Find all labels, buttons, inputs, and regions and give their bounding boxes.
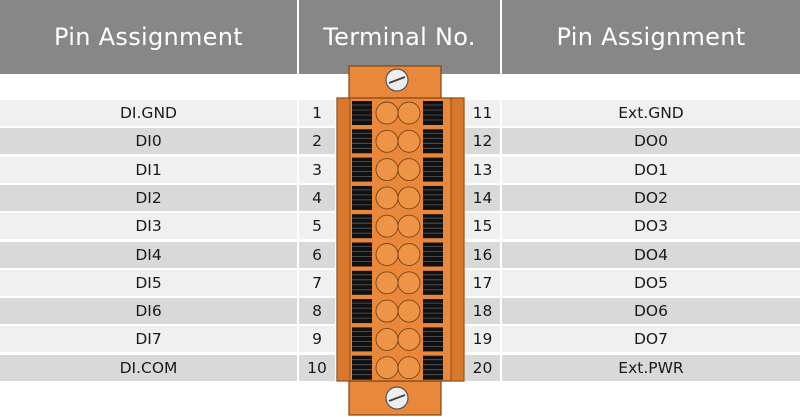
right-pin-name: DO0 [502,128,800,155]
left-terminal-no: 2 [299,128,335,155]
left-terminal-no: 4 [299,184,335,211]
left-pin-name: DI4 [0,241,297,268]
left-pin-name: DI.GND [0,100,297,126]
right-terminal-no: 15 [465,213,500,240]
left-pin-name: DI2 [0,184,297,211]
right-pin-name: DO1 [502,156,800,183]
right-terminal-no: 14 [465,184,500,211]
left-pin-name: DI3 [0,213,297,240]
right-terminal-no: 12 [465,128,500,155]
left-terminal-no: 8 [299,298,335,325]
right-pin-name: DO4 [502,241,800,268]
header-left-pin-assignment: Pin Assignment [0,0,297,74]
right-pin-name: DO5 [502,269,800,296]
left-terminal-no: 10 [299,354,335,381]
bottom-screw-slot [388,394,406,402]
right-pin-name: DO3 [502,213,800,240]
header-right-pin-assignment: Pin Assignment [502,0,800,74]
bottom-screw [385,386,409,410]
left-pin-name: DI.COM [0,354,297,381]
left-terminal-no: 3 [299,156,335,183]
right-pin-name: DO6 [502,298,800,325]
top-screw-slot [388,76,406,84]
left-terminal-no: 6 [299,241,335,268]
connector-bottom-tab [348,380,442,416]
left-terminal-no: 1 [299,100,335,126]
right-terminal-no: 13 [465,156,500,183]
right-terminal-no: 19 [465,326,500,353]
right-pin-name: DO2 [502,184,800,211]
right-terminal-no: 11 [465,100,500,126]
right-terminal-no: 18 [465,298,500,325]
left-pin-name: DI1 [0,156,297,183]
left-terminal-no: 7 [299,269,335,296]
right-terminal-no: 17 [465,269,500,296]
right-pin-name: DO7 [502,326,800,353]
left-pin-name: DI0 [0,128,297,155]
right-pin-name: Ext.GND [502,100,800,126]
left-pin-name: DI7 [0,326,297,353]
right-pin-name: Ext.PWR [502,354,800,381]
left-pin-name: DI6 [0,298,297,325]
header-terminal-no: Terminal No. [299,0,500,74]
right-terminal-no: 16 [465,241,500,268]
left-terminal-no: 9 [299,326,335,353]
left-terminal-no: 5 [299,213,335,240]
left-pin-name: DI5 [0,269,297,296]
right-terminal-no: 20 [465,354,500,381]
